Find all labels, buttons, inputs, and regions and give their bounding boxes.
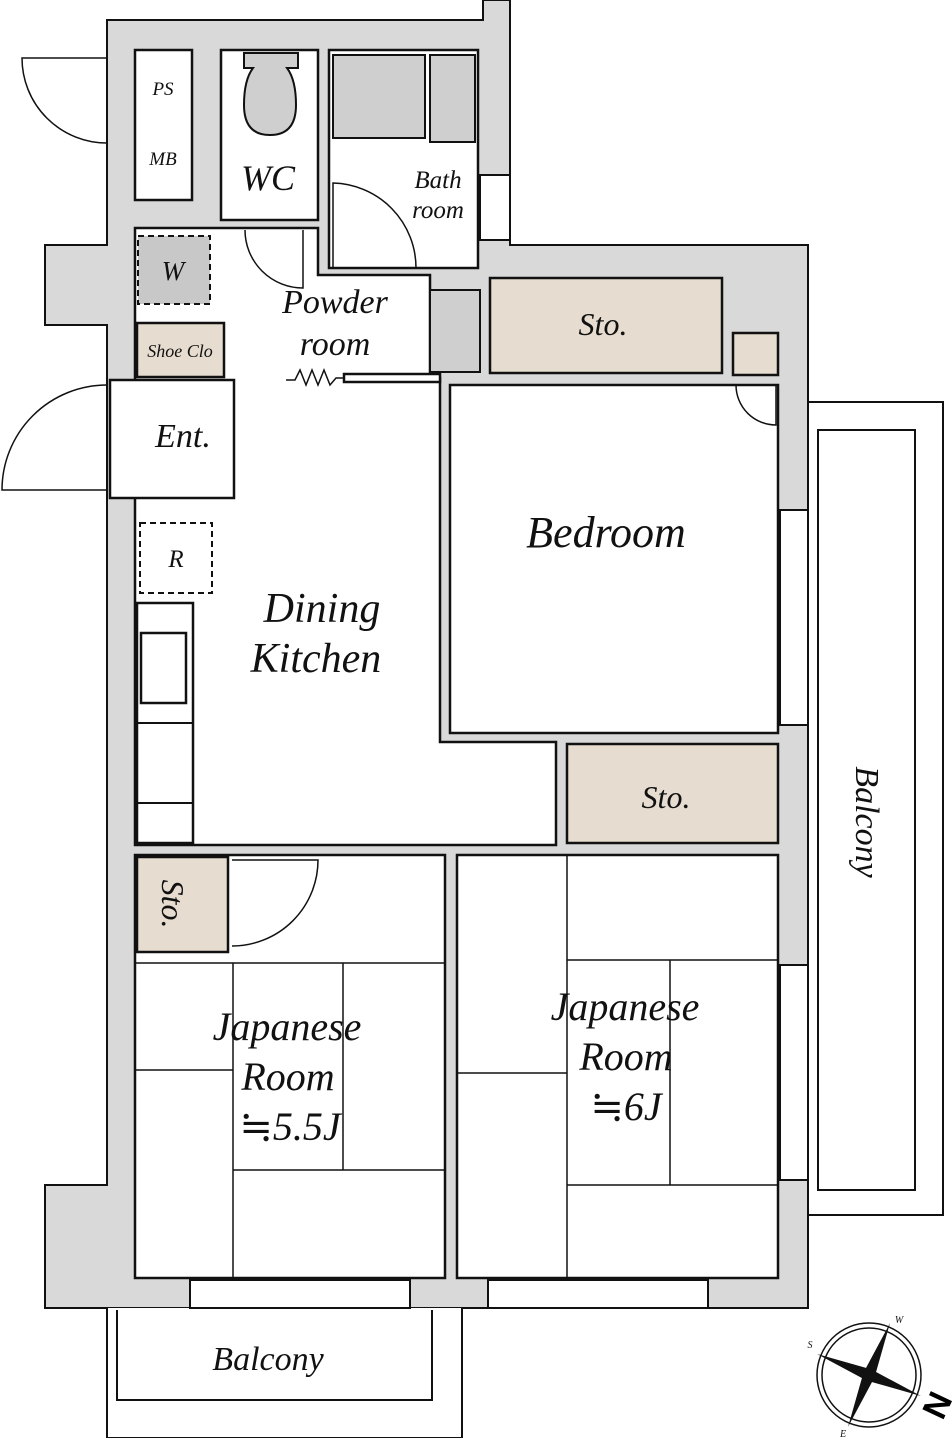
sink-icon	[139, 631, 188, 705]
label-dk-1: Dining	[263, 586, 381, 632]
storage-top	[488, 276, 724, 375]
entrance-door	[1, 384, 108, 491]
label-bedroom: Bedroom	[526, 508, 686, 557]
label-bath-1: Bath	[414, 167, 461, 194]
partition	[342, 372, 442, 384]
label-storage-left: Sto.	[155, 880, 191, 929]
label-entrance: Ent.	[154, 418, 211, 455]
label-dk-2: Kitchen	[250, 636, 382, 682]
shoe-closet	[135, 321, 226, 379]
label-washer: W	[162, 256, 187, 286]
compass-east: E	[839, 1429, 846, 1438]
label-jp-left-1: Japanese	[213, 1004, 362, 1049]
toilet-icon	[242, 52, 299, 137]
refrigerator-space	[139, 522, 213, 594]
kitchen-counter	[135, 601, 195, 845]
label-jp-right-2: Room	[578, 1034, 672, 1079]
label-jp-right-size: ≒6J	[590, 1084, 664, 1129]
label-mb: MB	[148, 149, 177, 170]
label-balcony-right: Balcony	[848, 766, 885, 878]
compass-north: N	[915, 1386, 952, 1424]
compass-south: S	[808, 1340, 813, 1351]
bedroom	[448, 383, 780, 735]
small-closet	[731, 331, 780, 377]
bath-door-swing	[332, 182, 417, 269]
closet-door-swing	[735, 384, 777, 426]
label-shoe-closet: Shoe Clo	[147, 341, 213, 361]
label-refrigerator: R	[167, 546, 183, 573]
label-jp-left-2: Room	[240, 1054, 334, 1099]
japanese-room-right	[455, 853, 780, 1280]
washer-space	[137, 235, 211, 305]
label-jp-right-1: Japanese	[551, 984, 700, 1029]
label-storage-top: Sto.	[579, 306, 628, 342]
label-ps: PS	[151, 79, 174, 100]
label-wc: WC	[241, 158, 296, 198]
balcony-bottom	[106, 1308, 463, 1438]
label-bath-2: room	[412, 197, 464, 224]
label-powder-1: Powder	[281, 284, 389, 321]
washbasin-icon	[429, 289, 481, 373]
shower-icon	[429, 54, 476, 143]
ps-mb-closet	[133, 48, 194, 202]
storage-middle	[565, 742, 780, 845]
storage-left	[135, 855, 230, 954]
bathtub-icon	[332, 54, 426, 139]
compass-rose-icon: W S E N	[808, 1315, 952, 1438]
label-jp-left-size: ≒5.5J	[239, 1104, 343, 1149]
entrance	[108, 378, 236, 500]
jp-room-door-swing	[231, 859, 319, 947]
wc-door-swing	[244, 229, 304, 289]
compass-west: W	[895, 1315, 905, 1326]
label-powder-2: room	[300, 326, 371, 363]
door-swing-ps	[21, 57, 108, 144]
curtain-icon	[286, 367, 344, 388]
label-storage-middle: Sto.	[642, 779, 691, 815]
balcony-right	[807, 401, 944, 1216]
label-balcony-bottom: Balcony	[212, 1341, 324, 1378]
windows	[189, 174, 809, 1309]
